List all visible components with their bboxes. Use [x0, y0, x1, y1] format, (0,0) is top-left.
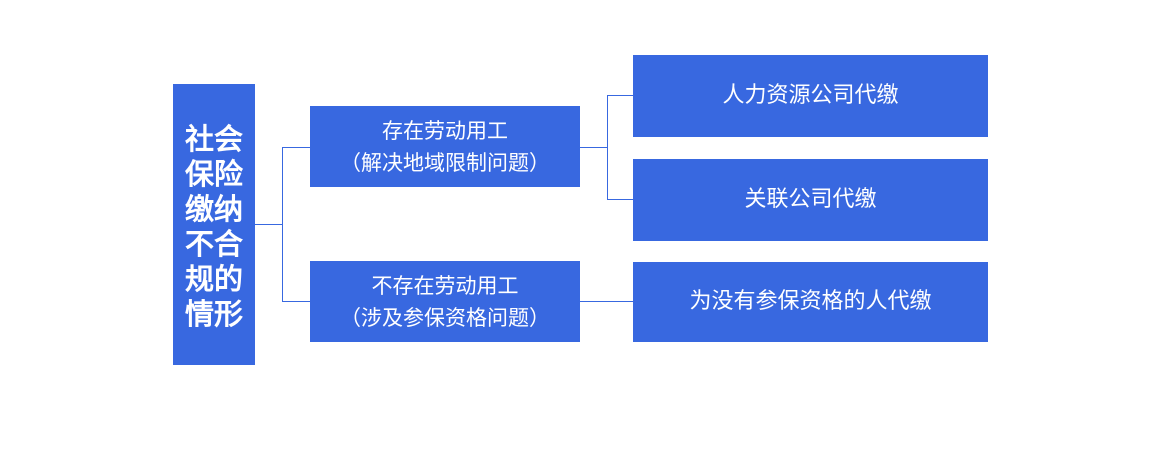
branch-node-2[interactable]: 不存在劳动用工 （涉及参保资格问题）: [310, 261, 580, 342]
leaf-node-1[interactable]: 人力资源公司代缴: [633, 55, 988, 137]
connector-branch-1-stem: [580, 147, 608, 148]
leaf-node-2-label: 关联公司代缴: [744, 187, 877, 212]
leaf-node-1-label: 人力资源公司代缴: [722, 83, 899, 108]
branch-node-2-line-2: （涉及参保资格问题）: [340, 305, 550, 330]
branch-node-1-line-1: 存在劳动用工: [382, 118, 508, 143]
connector-root-spine: [282, 147, 283, 302]
leaf-node-2[interactable]: 关联公司代缴: [633, 159, 988, 241]
root-node-label: 社会保险缴纳不合规的情形: [184, 121, 243, 331]
connector-root-to-branch-1: [282, 147, 311, 148]
branch-node-1[interactable]: 存在劳动用工 （解决地域限制问题）: [310, 106, 580, 187]
connector-branch-1-spine: [607, 95, 608, 200]
connector-root-stem: [255, 224, 283, 225]
leaf-node-3-label: 为没有参保资格的人代缴: [689, 289, 932, 314]
connector-branch-1-to-leaf-1: [607, 95, 634, 96]
branch-node-2-line-1: 不存在劳动用工: [371, 273, 519, 298]
branch-node-1-line-2: （解决地域限制问题）: [340, 150, 550, 175]
connector-branch-1-to-leaf-2: [607, 199, 634, 200]
leaf-node-3[interactable]: 为没有参保资格的人代缴: [633, 262, 988, 342]
root-node[interactable]: 社会保险缴纳不合规的情形: [173, 84, 255, 365]
connector-branch-2-to-leaf-3: [580, 301, 634, 302]
connector-root-to-branch-2: [282, 301, 311, 302]
